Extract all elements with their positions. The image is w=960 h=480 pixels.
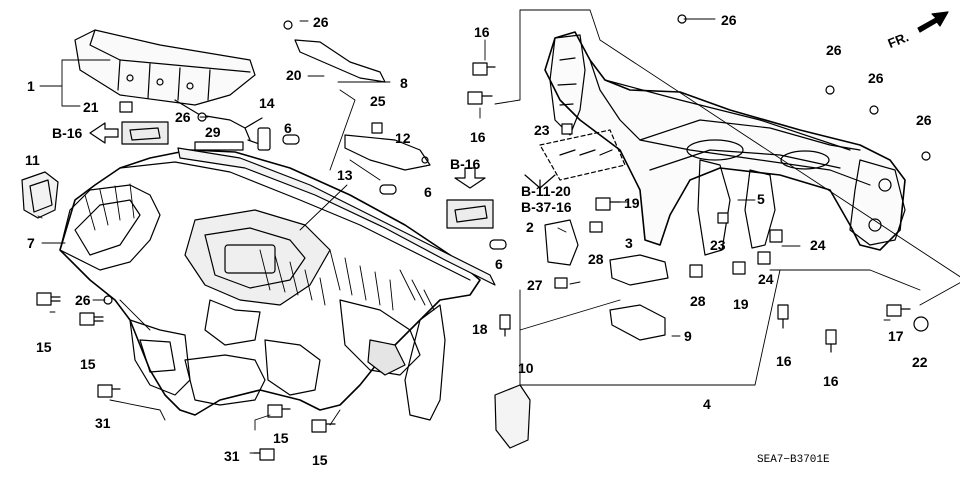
part-label-26: 26: [75, 292, 91, 308]
steering-hanger-beam: [544, 31, 906, 256]
part-label-15: 15: [36, 339, 52, 355]
part-label-18: 18: [472, 321, 488, 337]
part-label-25: 25: [370, 93, 386, 109]
bracket-2: [544, 219, 579, 266]
leader-lines: [37, 9, 960, 454]
front-direction-arrow: [917, 11, 949, 33]
lid-10: [494, 384, 531, 449]
part-label-15: 15: [80, 356, 96, 372]
part-label-19: 19: [733, 296, 749, 312]
part-label-7: 7: [27, 235, 35, 251]
stay-bracket-12: [344, 134, 431, 171]
part-label-22: 22: [912, 354, 928, 370]
part-label-2: 2: [526, 219, 534, 235]
part-label-23: 23: [534, 122, 550, 138]
part-label-24: 24: [758, 271, 774, 287]
part-label-26: 26: [175, 109, 191, 125]
part-label-13: 13: [337, 167, 353, 183]
part-label-16: 16: [474, 24, 490, 40]
part-label-4: 4: [703, 396, 711, 412]
part-label-17: 17: [888, 328, 904, 344]
ref-label-b16-left: B-16: [52, 125, 83, 141]
part-label-12: 12: [395, 130, 411, 146]
dashboard-panel: [59, 147, 496, 421]
part-label-16: 16: [470, 129, 486, 145]
glove-box-cover: [74, 29, 263, 146]
part-label-14: 14: [259, 95, 275, 111]
ref-label-b37-16: B-37-16: [521, 199, 572, 215]
part-label-1: 1: [27, 78, 35, 94]
part-label-26: 26: [313, 14, 329, 30]
part-label-10: 10: [518, 360, 534, 376]
part-label-23: 23: [710, 237, 726, 253]
part-label-29: 29: [205, 124, 221, 140]
part-label-24: 24: [810, 237, 826, 253]
diagram-code: SEA7−B3701E: [757, 454, 830, 466]
fasteners: [36, 14, 931, 461]
part-label-11: 11: [25, 152, 40, 168]
ref-label-b11-20: B-11-20: [521, 183, 571, 199]
ref-box-center: [446, 167, 494, 229]
part-label-28: 28: [588, 251, 604, 267]
part-label-15: 15: [273, 430, 289, 446]
part-label-5: 5: [757, 191, 765, 207]
ref-box-left: [89, 121, 169, 145]
part-label-20: 20: [286, 67, 302, 83]
part-label-16: 16: [776, 353, 792, 369]
part-label-3: 3: [625, 235, 633, 251]
part-label-8: 8: [400, 75, 408, 91]
part-label-9: 9: [684, 328, 692, 344]
part-label-31: 31: [95, 415, 111, 431]
bracket-3: [609, 254, 669, 286]
part-label-19: 19: [624, 195, 640, 211]
part-label-6: 6: [495, 256, 503, 272]
bracket-9: [609, 304, 666, 341]
part-label-28: 28: [690, 293, 706, 309]
part-label-21: 21: [83, 99, 99, 115]
part-label-26: 26: [916, 112, 932, 128]
part-label-15: 15: [312, 452, 328, 468]
ref-box-parts: [524, 129, 626, 189]
part-label-6: 6: [284, 120, 292, 136]
part-label-26: 26: [826, 42, 842, 58]
part-label-26: 26: [721, 12, 737, 28]
part-label-31: 31: [224, 448, 240, 464]
ref-label-b16-center: B-16: [450, 156, 481, 172]
part-label-27: 27: [527, 277, 543, 293]
side-cover-left: [21, 171, 59, 219]
part-label-26: 26: [868, 70, 884, 86]
part-label-16: 16: [823, 373, 839, 389]
part-label-6: 6: [424, 184, 432, 200]
